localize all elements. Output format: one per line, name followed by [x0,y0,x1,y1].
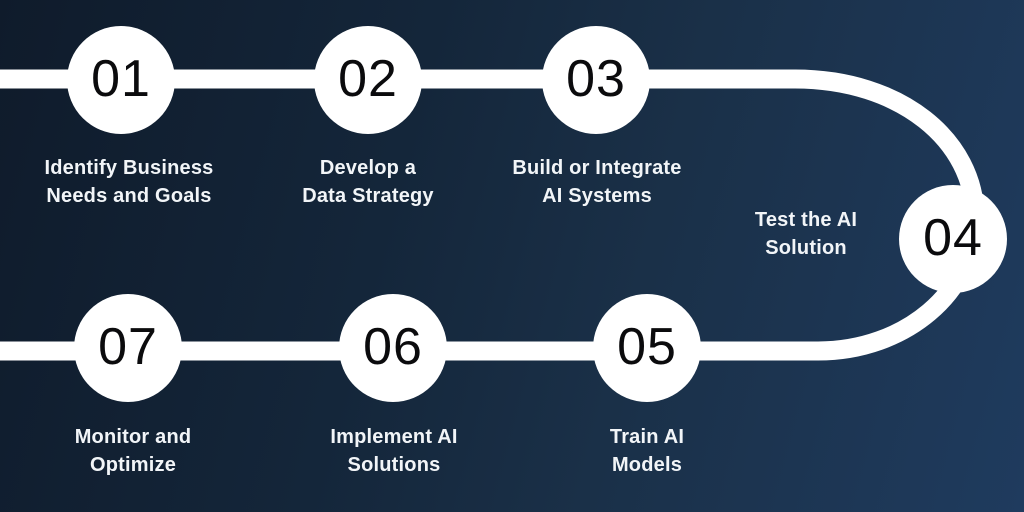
step-circle-03: 03 [542,26,650,134]
step-label-line: Solution [765,237,847,259]
step-number: 03 [566,50,626,108]
step-label-line: Develop a [319,157,417,179]
step-circle-01: 01 [67,26,175,134]
step-label-line: Identify Business [44,157,214,179]
step-circle-07: 07 [74,294,182,402]
step-number: 02 [338,50,398,108]
step-label-line: Data Strategy [302,185,434,207]
step-label-02: Develop a Data Strategy [248,154,488,210]
step-number: 06 [363,318,423,376]
step-label-line: Models [611,454,683,476]
step-label-line: Monitor and [74,426,192,448]
step-circle-04: 04 [899,185,1007,293]
step-label-line: Build or Integrate [512,157,682,179]
step-label-line: Solutions [347,454,441,476]
step-label-line: AI Systems [542,185,652,207]
step-label-line: Train AI [609,426,685,448]
step-label-line: Implement AI [330,426,458,448]
step-label-line: Optimize [89,454,177,476]
step-number: 04 [923,209,983,267]
step-number: 01 [91,50,151,108]
step-label-03: Build or Integrate AI Systems [477,154,717,210]
step-label-line: Test the AI [754,209,858,231]
step-label-04: Test the AI Solution [686,206,926,262]
step-label-06: Implement AI Solutions [274,423,514,479]
step-label-01: Identify Business Needs and Goals [9,154,249,210]
step-label-07: Monitor and Optimize [13,423,253,479]
step-circle-02: 02 [314,26,422,134]
step-label-line: Needs and Goals [46,185,212,207]
step-label-05: Train AI Models [527,423,767,479]
step-number: 07 [98,318,158,376]
step-circle-05: 05 [593,294,701,402]
step-circle-06: 06 [339,294,447,402]
step-number: 05 [617,318,677,376]
